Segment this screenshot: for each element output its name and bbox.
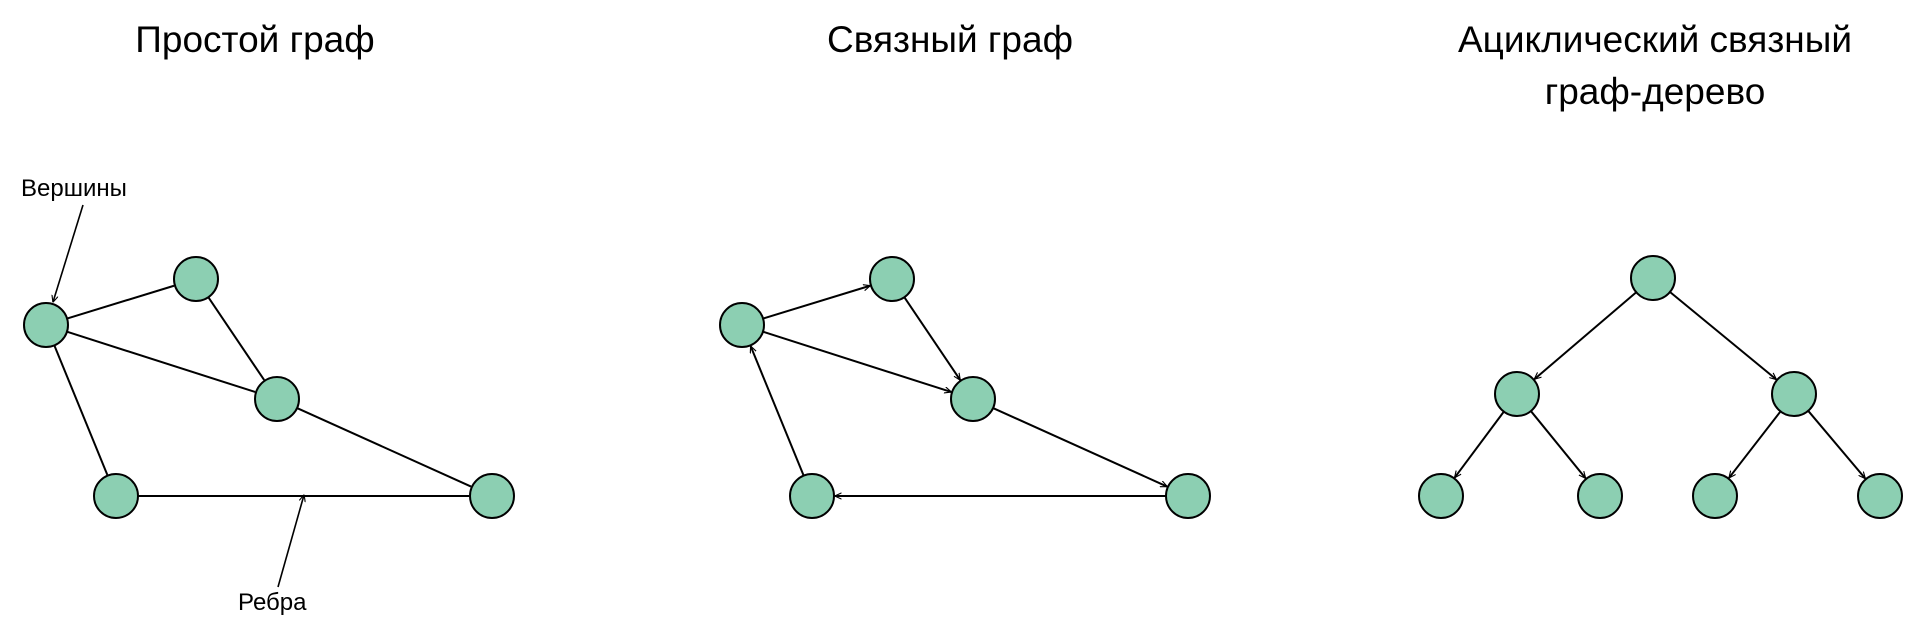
connected-node-c: [950, 376, 996, 422]
simple-node-d: [93, 473, 139, 519]
simple-node-c: [254, 376, 300, 422]
tree-node-right-right: [1857, 473, 1903, 519]
tree-node-left: [1494, 371, 1540, 417]
title-tree-line-1: Ациклический связный: [1458, 19, 1852, 60]
edges-pointer: [277, 495, 304, 588]
vertices-label: Вершины: [21, 175, 127, 202]
connected-edge-a-c: [762, 330, 951, 392]
tree-edge-right-right-right: [1807, 410, 1865, 479]
tree-edge-root-right: [1669, 291, 1776, 379]
simple-edge-a-c: [66, 330, 256, 393]
tree-edge-root-left: [1534, 291, 1637, 379]
connected-node-e: [1165, 473, 1211, 519]
tree-node-root: [1630, 255, 1676, 301]
tree-edge-left-left-left: [1455, 411, 1505, 478]
simple-edge-a-d: [53, 344, 109, 476]
tree-node-left-right: [1577, 473, 1623, 519]
nodes-layer: [23, 255, 1903, 519]
connected-node-d: [789, 473, 835, 519]
connected-edge-c-e: [992, 407, 1167, 488]
connected-edge-b-c: [903, 296, 960, 380]
title-connected-graph: Связный граф: [826, 19, 1074, 60]
simple-node-e: [469, 473, 515, 519]
simple-edge-a-b: [66, 284, 175, 320]
title-simple-graph: Простой граф: [135, 19, 375, 60]
connected-edge-d-a: [751, 346, 805, 477]
simple-edge-b-c: [207, 296, 265, 381]
tree-node-right-left: [1692, 473, 1738, 519]
tree-node-left-left: [1418, 473, 1464, 519]
tree-edge-right-right-left: [1729, 410, 1782, 477]
connected-edge-a-b: [762, 286, 870, 320]
title-tree-graph: Ациклический связный граф-дерево: [1405, 14, 1905, 118]
title-tree-line-2: граф-дерево: [1544, 71, 1766, 112]
annotation-pointers: [53, 204, 304, 588]
connected-node-a: [719, 302, 765, 348]
tree-edge-left-left-right: [1530, 410, 1586, 478]
edges-layer: [53, 284, 1865, 496]
tree-node-right: [1771, 371, 1817, 417]
edges-label: Ребра: [238, 589, 307, 616]
simple-node-a: [23, 302, 69, 348]
simple-edge-c-e: [296, 407, 472, 488]
vertices-pointer: [53, 204, 84, 302]
connected-node-b: [869, 256, 915, 302]
simple-node-b: [173, 256, 219, 302]
